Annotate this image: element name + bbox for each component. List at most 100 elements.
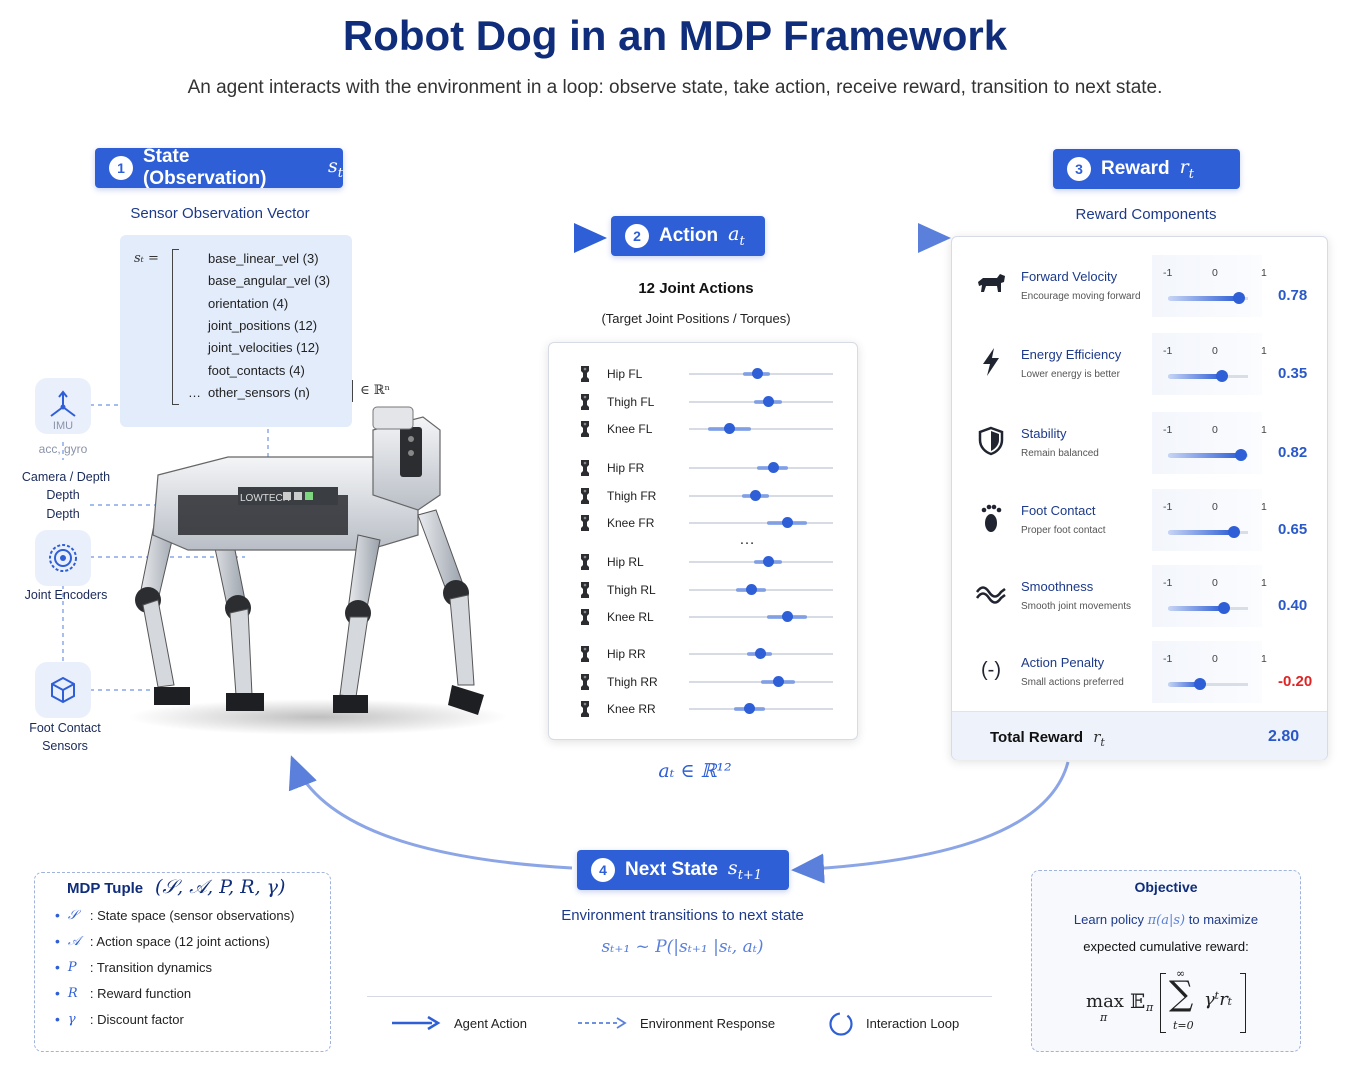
state-badge-number: 1 (109, 156, 133, 180)
transition-formula: sₜ₊₁ ~ P(|sₜ₊₁ |sₜ, aₜ) (601, 937, 764, 957)
reward-description: Proper foot contact (1021, 525, 1106, 536)
mdp-item: •𝒜: Action space (12 joint actions) (55, 933, 270, 949)
joint-actuator-icon (581, 554, 589, 570)
reward-bar-track (1168, 370, 1248, 382)
mdp-item-symbol: P (67, 959, 77, 975)
joint-slider-knob[interactable] (744, 703, 756, 714)
joint-name: Knee FR (607, 516, 655, 530)
next-state-desc: Environment transitions to next state (561, 907, 804, 924)
joint-slider-knob[interactable] (751, 368, 763, 379)
joint-slider-knob[interactable] (745, 583, 757, 595)
reward-bar-knob (1194, 678, 1206, 690)
mdp-item-text: : Discount factor (89, 1011, 184, 1027)
joint-slider-knob[interactable] (750, 489, 762, 501)
joint-name: Thigh FL (607, 394, 655, 409)
state-vector-item: foot_contacts (4) (208, 362, 305, 378)
state-vector-lhs: sₜ = (134, 251, 159, 266)
joint-slider-knob[interactable] (767, 462, 779, 473)
reward-tick-label: 1 (1261, 577, 1267, 589)
joint-slider-track[interactable] (689, 423, 833, 434)
solid-arrow-icon (392, 1015, 441, 1031)
joint-slider-track[interactable] (689, 556, 833, 567)
action-badge-symbol: at (728, 223, 745, 249)
joint-slider-knob[interactable] (763, 556, 775, 567)
legend-divider (367, 996, 992, 997)
objective-sum-top: ∞ (1176, 967, 1186, 980)
joint-slider-track[interactable] (689, 611, 833, 622)
mdp-item-symbol: 𝒜 (67, 933, 81, 949)
joint-slider-track[interactable] (689, 368, 833, 379)
reward-tick-label: 1 (1261, 424, 1267, 436)
joint-row: Knee FR (579, 512, 839, 534)
reward-tick-label: -1 (1163, 577, 1173, 589)
reward-name: Foot Contact (1021, 503, 1096, 518)
minus-paren-icon-text: (-) (981, 658, 1001, 681)
reward-value: 0.82 (1278, 444, 1308, 461)
robot-dog-illustration: LOWTECH (118, 395, 518, 740)
joint-row: Thigh FL (579, 391, 839, 413)
joint-slider-knob[interactable] (763, 395, 775, 407)
minus-paren-icon: (-) (974, 653, 1008, 687)
joint-slider-track[interactable] (689, 395, 833, 407)
reward-description: Smooth joint movements (1021, 601, 1132, 612)
reward-bar-fill (1168, 606, 1224, 611)
joint-actuator-icon (581, 366, 589, 382)
legend-interaction-loop: Interaction Loop (866, 1016, 960, 1031)
reward-value: 0.40 (1278, 597, 1308, 614)
foot-contact-label: Foot Contact (29, 721, 101, 735)
dog-icon (974, 267, 1008, 301)
state-vector-item: base_angular_vel (3) (208, 273, 331, 289)
state-section-label: Sensor Observation Vector (130, 205, 310, 222)
state-space-label: ∈ ℝⁿ (360, 383, 391, 398)
imu-axes-icon (35, 378, 91, 434)
joint-name: Thigh RR (607, 674, 658, 689)
joint-row: Thigh RL (579, 579, 839, 601)
reward-tick-label: -1 (1163, 424, 1173, 436)
joint-name: Thigh FR (607, 488, 657, 503)
joint-actuator-icon (581, 460, 589, 476)
action-subheading: (Target Joint Positions / Torques) (601, 311, 791, 326)
reward-value: 0.35 (1278, 365, 1308, 382)
joint-row: Hip RL (579, 551, 839, 573)
joint-slider-track[interactable] (689, 517, 833, 528)
action-heading: 12 Joint Actions (638, 280, 754, 297)
joint-slider-track[interactable] (689, 703, 833, 714)
joint-actuator-icon (581, 487, 589, 504)
reward-badge-number: 3 (1067, 157, 1091, 181)
joint-name: Thigh RL (607, 582, 656, 597)
reward-bar-fill (1168, 296, 1240, 301)
joint-slider-track[interactable] (689, 489, 833, 501)
joint-slider-knob[interactable] (724, 423, 736, 434)
reward-bar-background (1152, 412, 1262, 474)
bullet-icon: • (55, 959, 60, 975)
joint-name: Knee RL (607, 610, 654, 624)
joint-slider-track[interactable] (689, 675, 833, 687)
reward-bar-track (1168, 678, 1248, 690)
joint-row: Hip FL (579, 363, 839, 385)
action-badge: 2 Action at (611, 216, 765, 256)
reward-tick-label: 0 (1212, 267, 1218, 279)
joint-slider-track[interactable] (689, 462, 833, 473)
loop-circle-icon (829, 1012, 853, 1036)
state-badge: 1 State (Observation) st (95, 146, 343, 189)
reward-tick-label: 1 (1261, 345, 1267, 357)
joint-slider-knob[interactable] (781, 517, 793, 528)
state-vector-dots: … (188, 384, 201, 400)
reward-bar-track (1168, 449, 1248, 461)
bullet-icon: • (55, 1011, 60, 1027)
state-vector-item: joint_positions (12) (208, 317, 318, 333)
reward-bar-background (1152, 255, 1262, 317)
objective-sum-bottom: t=0 (1173, 1019, 1194, 1032)
joint-slider-track[interactable] (689, 648, 833, 659)
reward-bar-track (1168, 526, 1248, 538)
joint-slider-knob[interactable] (754, 648, 766, 659)
joint-slider-track[interactable] (689, 583, 833, 595)
reward-tick-label: 0 (1212, 577, 1218, 589)
reward-name: Forward Velocity (1021, 269, 1118, 284)
joint-slider-knob[interactable] (781, 611, 793, 622)
joint-name: Hip FL (607, 367, 643, 381)
reward-bar-background (1152, 641, 1262, 703)
joint-slider-knob[interactable] (773, 675, 785, 687)
